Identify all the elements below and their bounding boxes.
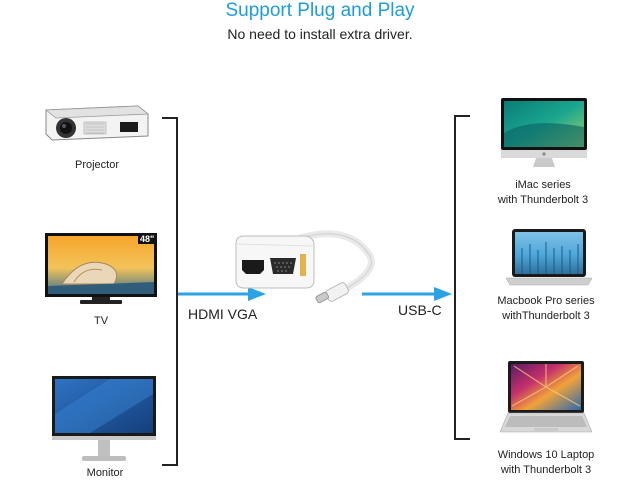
laptop-icon	[500, 360, 592, 440]
right-bracket	[454, 115, 470, 440]
monitor-icon	[50, 374, 158, 464]
projector-icon	[42, 96, 150, 146]
output-ports-label: HDMI VGA	[188, 306, 258, 322]
macbook-label-line2: withThunderbolt 3	[502, 310, 590, 322]
tv-icon	[44, 232, 158, 306]
arrow-to-outputs-icon	[178, 286, 268, 302]
laptop-label-line1: Windows 10 Laptop	[497, 449, 595, 461]
monitor-label: Monitor	[86, 467, 124, 479]
laptop-label-line2: with Thunderbolt 3	[500, 464, 592, 476]
adapter-icon	[230, 226, 380, 310]
macbook-label-line1: Macbook Pro series	[497, 295, 595, 307]
input-port-label: USB-C	[398, 302, 442, 318]
left-bracket	[162, 117, 178, 466]
arrow-to-adapter-icon	[362, 286, 454, 302]
page-title: Support Plug and Play	[225, 0, 415, 21]
tv-label: TV	[93, 315, 109, 327]
imac-label-line1: iMac series	[515, 179, 571, 191]
projector-label: Projector	[74, 159, 120, 171]
page-subtitle: No need to install extra driver.	[227, 26, 413, 42]
imac-icon	[500, 97, 588, 169]
macbook-icon	[506, 228, 592, 288]
tv-size-badge: 48"	[138, 234, 157, 244]
imac-label-line2: with Thunderbolt 3	[497, 194, 589, 206]
